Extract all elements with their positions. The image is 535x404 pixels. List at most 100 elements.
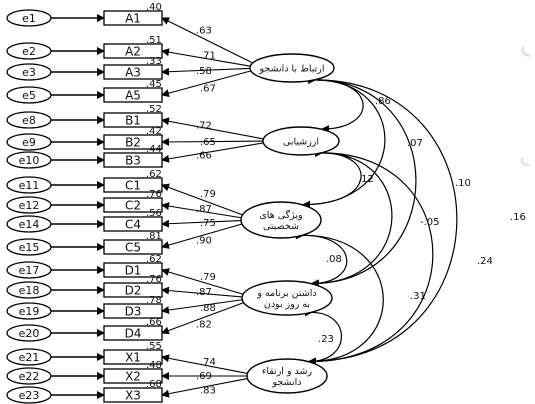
loading-value-D4: .82 [196, 319, 212, 330]
indicator-label-C1: C1 [125, 179, 141, 193]
correlation-value-L3-L5: .31 [410, 291, 426, 302]
loading-path-C5 [161, 223, 243, 249]
indicator-box-D1 [103, 262, 163, 278]
error-term-e19 [6, 302, 52, 320]
correlation-arc-L2-L3 [302, 148, 362, 209]
watermark: پژوهشگاه علوم انسانی پرتال جامع علوم انس… [516, 10, 530, 171]
indicator-box-X1 [103, 349, 163, 365]
latent-construct-L3 [240, 201, 322, 239]
error-label-e9: e9 [22, 136, 36, 149]
error-label-e23: e23 [19, 389, 40, 402]
r-squared-C1: .62 [146, 169, 162, 180]
r-squared-D4: .66 [146, 317, 162, 328]
error-label-e20: e20 [19, 327, 40, 340]
error-label-e3: e3 [22, 66, 36, 79]
r-squared-B1: .52 [146, 104, 162, 115]
indicator-label-A3: A3 [125, 66, 141, 80]
indicator-label-B2: B2 [125, 136, 141, 150]
r-squared-A3: .33 [146, 56, 162, 67]
error-label-e19: e19 [19, 305, 40, 318]
error-term-e17 [6, 261, 52, 279]
indicator-box-A3 [103, 64, 163, 80]
error-label-e11: e11 [19, 179, 40, 192]
loading-path-C1 [161, 183, 243, 216]
indicator-box-C1 [103, 177, 163, 193]
r-squared-B3: .44 [146, 144, 162, 155]
r-squared-D2: .76 [146, 274, 162, 285]
loading-path-B3 [161, 142, 264, 163]
loading-value-D3: .88 [200, 303, 216, 314]
loading-path-C4 [161, 219, 242, 228]
correlation-arc-L3-L4 [295, 231, 348, 288]
error-term-e18 [6, 281, 52, 299]
correlation-value-L1-L3: .07 [407, 138, 423, 149]
r-squared-A1: .40 [146, 2, 162, 13]
loading-value-C4: .75 [200, 218, 216, 229]
indicator-box-X3 [103, 387, 163, 403]
loading-value-C5: .90 [196, 235, 212, 246]
loading-value-A2: .71 [200, 50, 216, 61]
correlation-value-L2-L5: .24 [477, 256, 493, 267]
indicator-box-C5 [103, 239, 163, 255]
latent-label-L5-line-1: رشد و ارتقاء [262, 366, 313, 377]
loading-path-B1 [161, 117, 264, 140]
error-label-e17: e17 [19, 264, 40, 277]
latent-construct-L4 [241, 280, 333, 316]
r-squared-C5: .81 [146, 231, 162, 242]
r-squared-A5: .45 [146, 79, 162, 90]
loading-path-A1 [161, 17, 254, 64]
error-label-e18: e18 [19, 284, 40, 297]
loading-value-B2: .65 [200, 137, 216, 148]
latent-label-L4-line-1: داشتن برنامه و [256, 288, 316, 299]
loading-value-C1: .79 [200, 189, 216, 200]
error-term-e1 [6, 9, 52, 27]
r-squared-C4: .56 [146, 208, 162, 219]
correlation-value-L4-L5: .23 [318, 334, 334, 345]
indicator-label-X3: X3 [125, 389, 141, 403]
error-term-e10 [6, 151, 52, 169]
loading-value-A5: .67 [200, 83, 216, 94]
error-term-e9 [6, 133, 52, 151]
loading-value-D2: .87 [196, 287, 212, 298]
error-label-e2: e2 [22, 45, 36, 58]
error-term-e2 [6, 42, 52, 60]
error-term-e11 [6, 176, 52, 194]
indicator-label-B1: B1 [125, 114, 141, 128]
correlation-value-L3-L4: .08 [326, 254, 342, 265]
r-squared-D3: .78 [146, 295, 162, 306]
loading-value-A1: .63 [196, 26, 212, 37]
r-squared-B2: .42 [146, 126, 162, 137]
loading-path-X1 [161, 354, 248, 374]
indicator-label-A1: A1 [125, 12, 141, 26]
error-label-e15: e15 [19, 241, 40, 254]
indicator-label-C2: C2 [125, 199, 141, 213]
indicator-box-D2 [103, 282, 163, 298]
loading-path-A5 [161, 70, 252, 98]
loading-value-D1: .79 [200, 272, 216, 283]
latent-label-L3-line-1: ویژگی های [259, 209, 302, 221]
indicator-label-A2: A2 [125, 45, 141, 59]
correlation-arc-L2-L5 [308, 148, 434, 366]
error-label-e1: e1 [22, 12, 36, 25]
correlation-value-L1-L5: .16 [510, 212, 526, 223]
r-squared-C2: .76 [146, 189, 162, 200]
indicator-label-D1: D1 [125, 264, 142, 278]
indicator-box-A5 [103, 87, 163, 103]
indicator-box-D4 [103, 325, 163, 341]
error-term-e21 [6, 348, 52, 366]
loading-path-D3 [161, 299, 243, 314]
correlation-value-L1-L4: .10 [455, 178, 471, 189]
loading-path-D4 [161, 302, 244, 335]
error-term-e15 [6, 238, 52, 256]
error-term-e3 [6, 63, 52, 81]
correlation-arc-L1-L5 [308, 75, 458, 366]
indicator-label-D3: D3 [125, 305, 142, 319]
error-label-e12: e12 [19, 199, 40, 212]
indicator-box-C2 [103, 197, 163, 213]
loading-value-B1: .72 [196, 120, 212, 131]
error-term-e5 [6, 86, 52, 104]
correlation-value-L1-L2: .86 [375, 96, 391, 107]
error-term-e23 [6, 386, 52, 404]
